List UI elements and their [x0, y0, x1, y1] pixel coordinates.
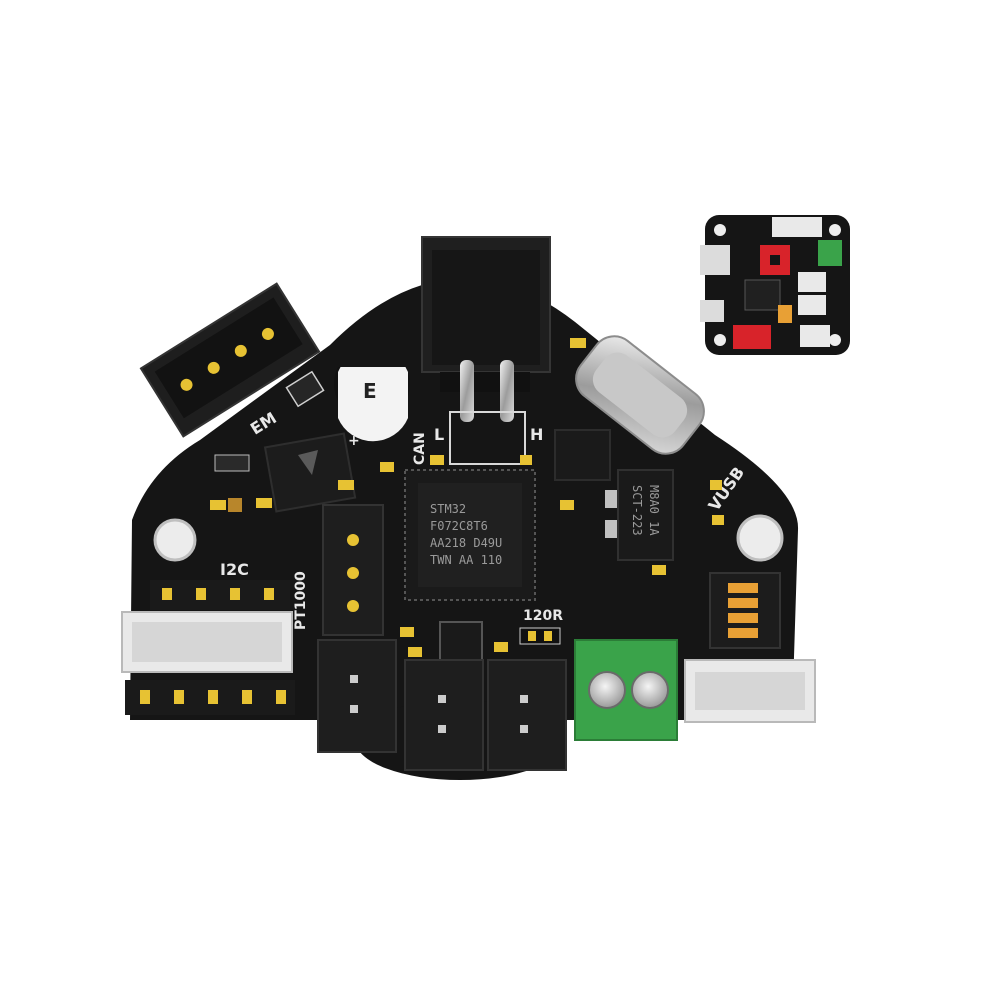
power-connector: [421, 236, 551, 422]
can-label: CAN: [412, 432, 428, 465]
jst-connector-right: [684, 659, 816, 723]
usb-c-connector: [575, 335, 705, 455]
mosfet: [554, 429, 611, 481]
mcu-line3: AA218 D49U: [430, 536, 502, 550]
fan-connector-2: [404, 659, 484, 771]
fan-connector-1: [317, 639, 397, 753]
voltage-regulator: SCT-223 M8A0 1A: [605, 469, 674, 561]
h-label: H: [530, 425, 543, 444]
inset-board: [700, 215, 850, 355]
mcu-line4: TWN AA 110: [430, 553, 502, 567]
dip-switch: [709, 572, 781, 649]
pt1000-label: PT1000: [293, 571, 309, 630]
smd-components: [210, 338, 724, 657]
i2c-header: I2C: [150, 560, 290, 610]
120r-jumper: 120R: [519, 608, 563, 645]
lower-pin-header: [125, 680, 295, 715]
mounting-hole-right: [736, 514, 784, 562]
mounting-hole-left: [153, 518, 197, 562]
capacitor: E +: [334, 345, 410, 449]
mcu-line2: F072C8T6: [430, 519, 488, 533]
fan-connector-3: [487, 659, 567, 771]
120r-label: 120R: [523, 608, 563, 624]
regulator-line1: SCT-223: [630, 485, 644, 536]
i2c-label: I2C: [220, 560, 249, 579]
screw-terminal: [574, 639, 678, 741]
accelerometer-ic: [439, 621, 483, 661]
angled-4pin-connector: [139, 282, 321, 438]
stm32-mcu: STM32 F072C8T6 AA218 D49U TWN AA 110: [404, 469, 536, 601]
capacitor-marking: E: [363, 379, 377, 403]
pt1000-connector: [322, 504, 384, 636]
can-labels: L H CAN: [412, 411, 543, 465]
regulator-line2: M8A0 1A: [647, 485, 661, 536]
driver-ic: [263, 432, 357, 513]
l-label: L: [434, 425, 444, 444]
mcu-line1: STM32: [430, 502, 466, 516]
jst-connector-left: [121, 611, 293, 673]
plus-label: +: [348, 433, 360, 449]
